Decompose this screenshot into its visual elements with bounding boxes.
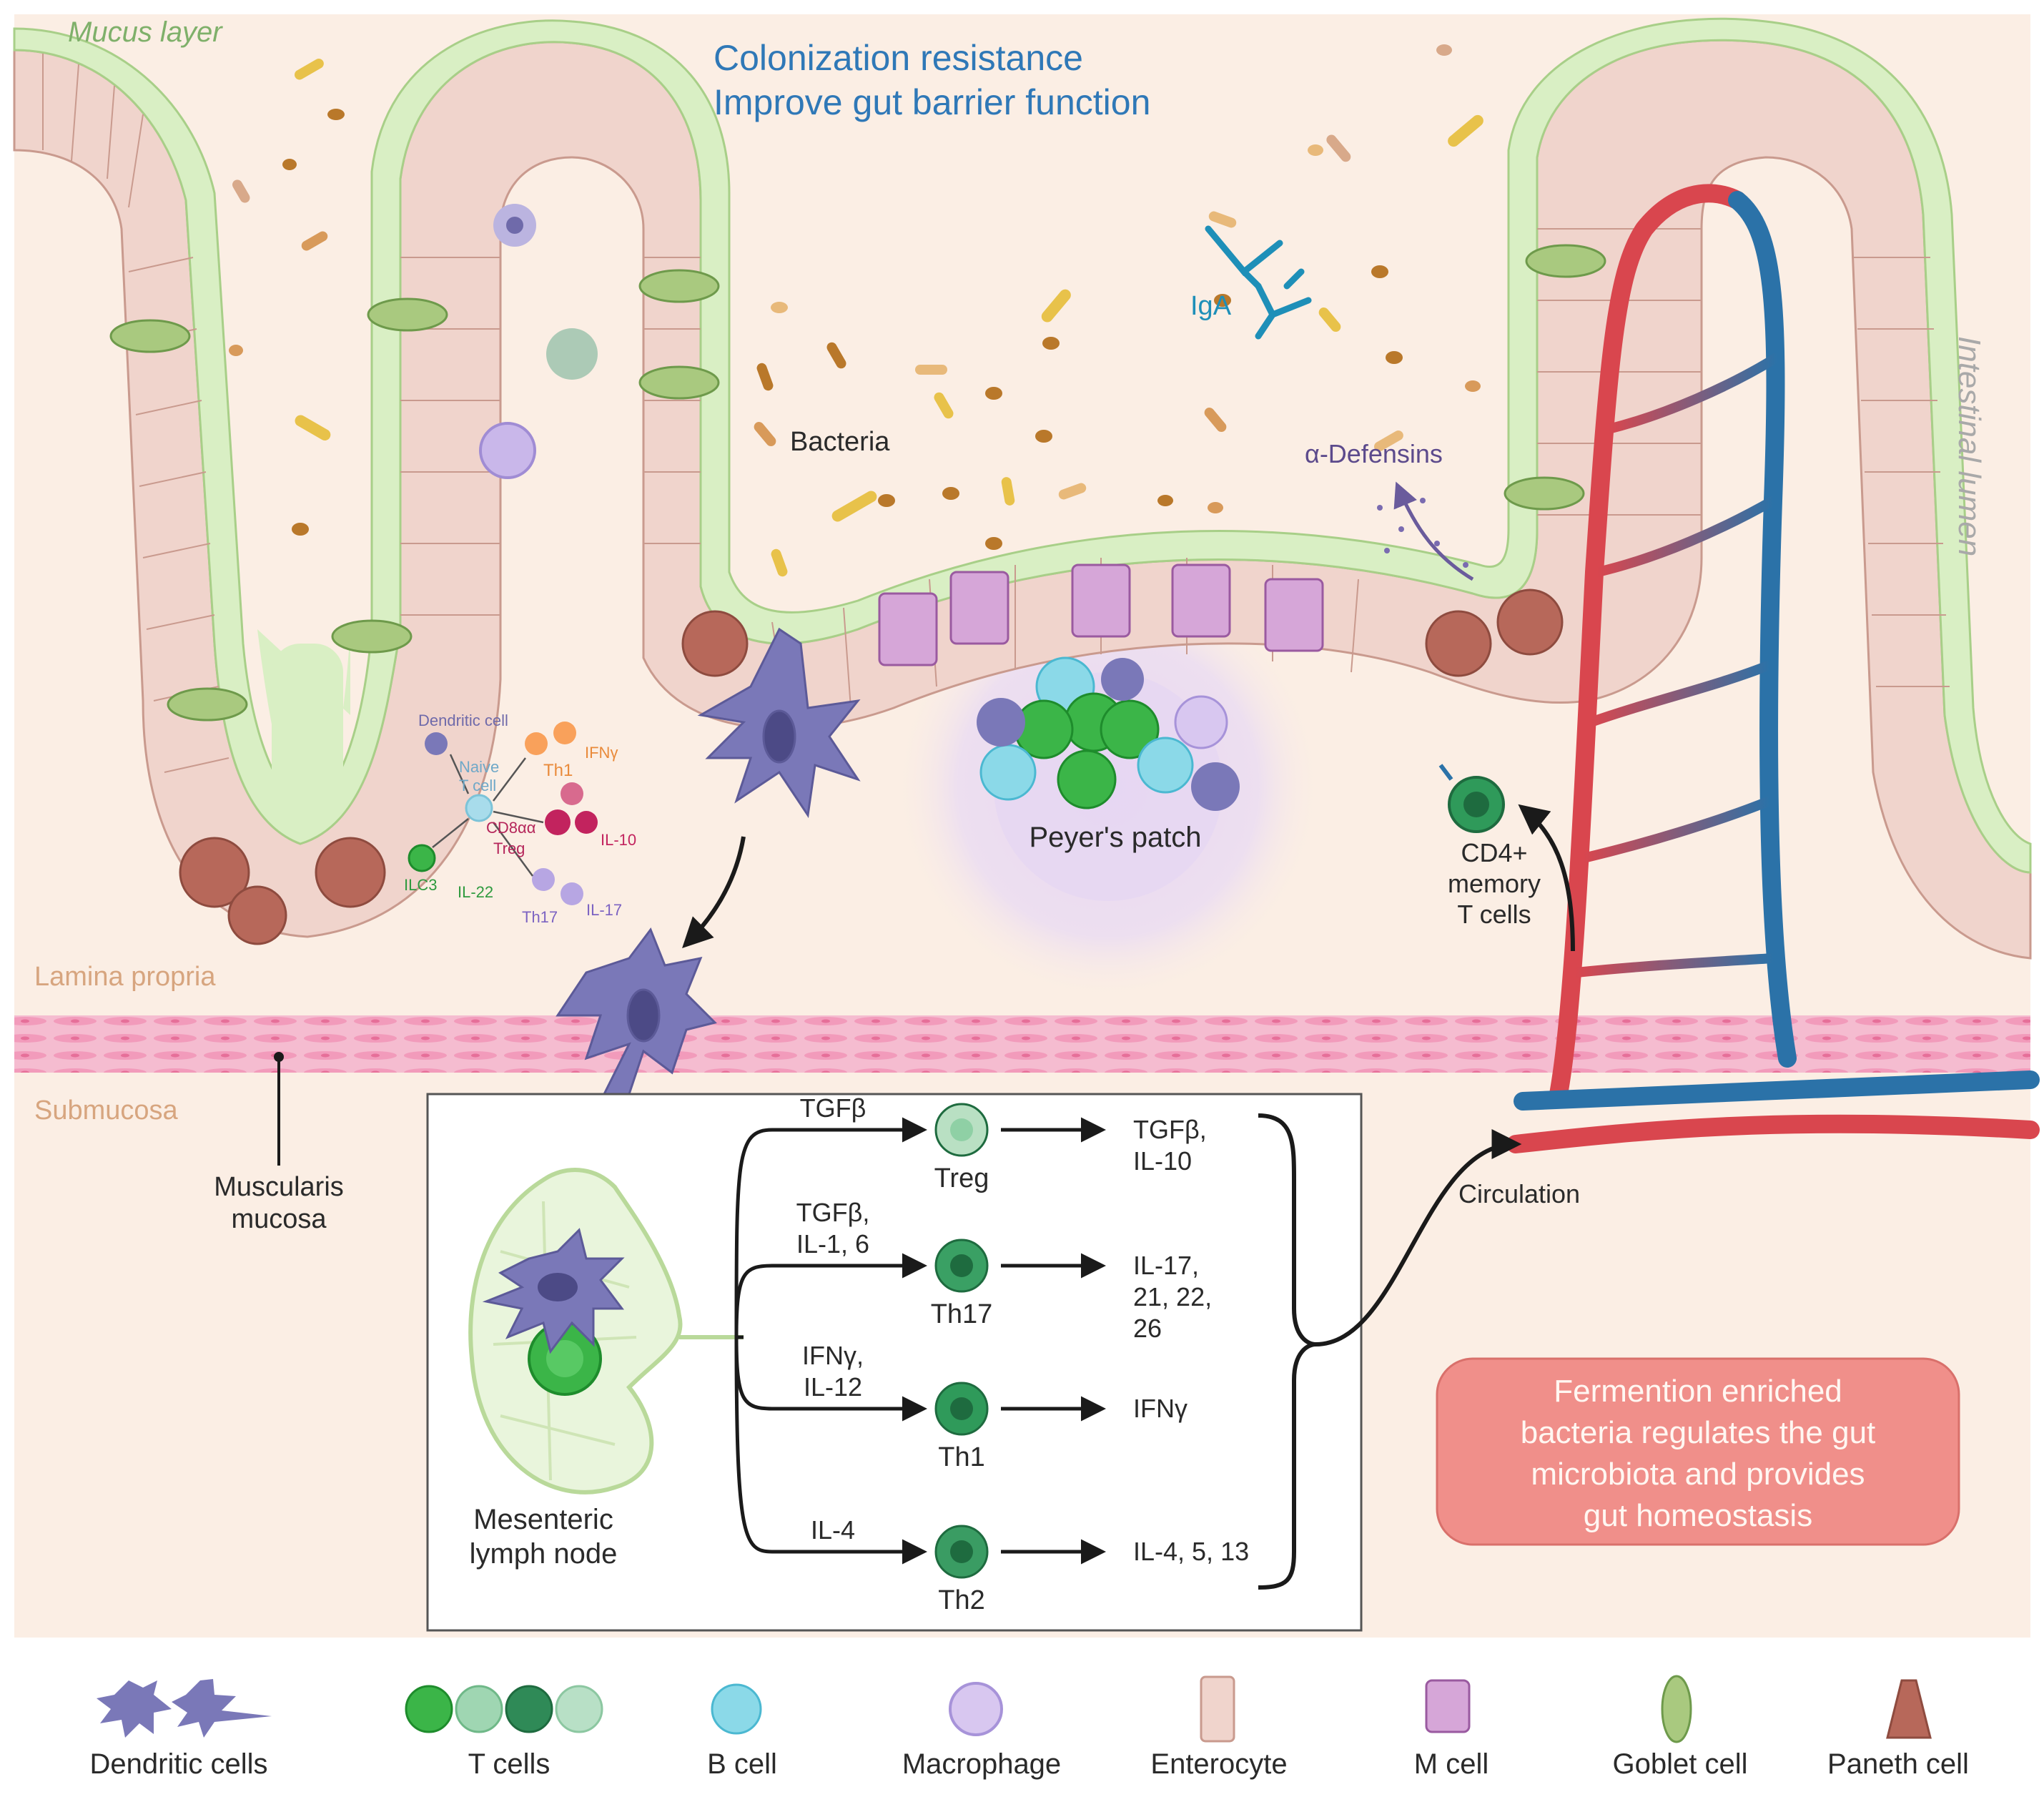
product-treg-1: IL-10 — [1133, 1146, 1192, 1176]
signal-treg-0: TGFβ — [800, 1093, 867, 1123]
legend-label-m-cell: M cell — [1414, 1748, 1488, 1780]
legend-label-dendritic: Dendritic cells — [90, 1748, 268, 1780]
lamina-propria-label: Lamina propria — [34, 962, 216, 992]
t-cells-icon — [405, 1685, 603, 1733]
inset-il17: IL-17 — [586, 901, 622, 919]
inset-ilc3: ILC3 — [404, 876, 437, 894]
product-th1-0: IFNγ — [1133, 1394, 1188, 1423]
differentiation-arrows — [734, 1117, 1106, 1565]
homeostasis-callout — [1436, 1357, 1960, 1546]
memory-return-arrow — [1518, 804, 1575, 952]
cell-label-treg: Treg — [934, 1163, 989, 1193]
bacteria-cluster — [229, 44, 1483, 577]
cell-th2-nucleus — [950, 1540, 973, 1563]
macrophage-icon — [949, 1682, 1003, 1736]
iga-label: IgA — [1190, 291, 1232, 321]
peyers-patch-label: Peyer's patch — [1029, 822, 1201, 853]
lamina-propria-cells — [479, 204, 598, 479]
inset-cd8-2: Treg — [493, 840, 525, 857]
headline-line-2: Improve gut barrier function — [714, 82, 1150, 122]
muscularis-label-2: mucosa — [231, 1204, 327, 1234]
cytokine-brace — [1258, 1113, 1316, 1590]
dendritic-cell-icon — [97, 1679, 272, 1738]
product-th17-1: 21, 22, — [1133, 1282, 1212, 1311]
legend-label-paneth: Paneth cell — [1827, 1748, 1969, 1780]
legend-label-enterocyte: Enterocyte — [1150, 1748, 1287, 1780]
iga-antibody-icon — [1205, 225, 1312, 340]
signal-th2-0: IL-4 — [811, 1515, 855, 1545]
legend-label-b-cell: B cell — [707, 1748, 777, 1780]
cell-label-th2: Th2 — [938, 1585, 984, 1615]
signal-th1-0: IFNγ, — [802, 1341, 864, 1370]
submucosa-label: Submucosa — [34, 1096, 179, 1126]
b-cell-icon — [711, 1683, 762, 1735]
inset-il10: IL-10 — [601, 831, 636, 849]
m-cells — [878, 563, 1324, 666]
product-th17-2: 26 — [1133, 1314, 1162, 1343]
differentiated-t-cells — [934, 1103, 989, 1579]
product-treg-0: TGFβ, — [1133, 1115, 1207, 1144]
inset-th17: Th17 — [522, 908, 558, 926]
cd4-label-1: CD4+ — [1461, 838, 1527, 867]
mucus-layer — [13, 17, 2032, 874]
product-th17-0: IL-17, — [1133, 1251, 1199, 1280]
circulation-label: Circulation — [1458, 1179, 1580, 1208]
legend-label-goblet: Goblet cell — [1613, 1748, 1748, 1780]
defensins-label: α-Defensins — [1305, 439, 1443, 468]
callout-line-1: Fermention enriched — [1554, 1374, 1842, 1409]
paneth-cell-icon — [1886, 1679, 1932, 1739]
enterocyte-icon — [1200, 1675, 1235, 1743]
cell-th17-nucleus — [950, 1254, 973, 1277]
signal-th17-1: IL-1, 6 — [796, 1229, 869, 1259]
headline-line-1: Colonization resistance — [714, 38, 1083, 78]
blood-vessel — [1506, 184, 2040, 1153]
mucus-layer-label: Mucus layer — [68, 16, 223, 48]
inset-th1: Th1 — [543, 761, 573, 780]
intestinal-lumen-label: Intestinal lumen — [1952, 336, 1987, 556]
cell-th1-nucleus — [950, 1397, 973, 1420]
legend-label-macrophage: Macrophage — [902, 1748, 1061, 1780]
cell-treg-nucleus — [950, 1118, 973, 1141]
inset-naive-2: T cell — [459, 777, 496, 794]
inset-naive-1: Naive — [459, 758, 499, 776]
goblet-cells — [109, 244, 1606, 722]
lymph-node-label-2: lymph node — [470, 1538, 618, 1570]
lymph-node-label-1: Mesenteric — [473, 1504, 613, 1535]
cell-label-th17: Th17 — [931, 1299, 993, 1329]
callout-line-2: bacteria regulates the gut — [1521, 1415, 1876, 1450]
signal-th1-1: IL-12 — [804, 1372, 862, 1402]
cd4-label-2: memory — [1448, 869, 1541, 898]
goblet-cell-icon — [1661, 1675, 1692, 1743]
signal-th17-0: TGFβ, — [796, 1198, 870, 1227]
defensins-arrow — [1393, 481, 1474, 581]
dendritic-cells — [541, 627, 861, 1146]
product-th2-0: IL-4, 5, 13 — [1133, 1537, 1249, 1566]
cd4-memory-t-cell — [1438, 764, 1505, 833]
inset-cd8-1: CD8αα — [486, 819, 536, 837]
muscularis-mucosa-band — [14, 1015, 2030, 1073]
m-cell-icon — [1425, 1679, 1471, 1733]
mesenteric-lymph-node-icon — [468, 1168, 744, 1495]
dendritic-migration-arrow — [682, 836, 746, 948]
inset-ifng: IFNγ — [585, 744, 618, 762]
legend-icons — [97, 1675, 1932, 1743]
peyers-patch-cells — [977, 656, 1240, 811]
cd4-label-3: T cells — [1457, 900, 1531, 929]
legend-label-t-cells: T cells — [468, 1748, 551, 1780]
to-circulation-arrow — [1315, 1129, 1522, 1346]
inset-dendritic-label: Dendritic cell — [418, 712, 508, 729]
bacteria-label: Bacteria — [790, 427, 890, 457]
paneth-cells — [179, 589, 1564, 945]
inset-il22: IL-22 — [458, 883, 493, 901]
muscularis-label-1: Muscularis — [214, 1172, 344, 1202]
callout-line-3: microbiota and provides — [1531, 1457, 1865, 1492]
callout-line-4: gut homeostasis — [1584, 1498, 1812, 1533]
cell-label-th1: Th1 — [938, 1442, 984, 1472]
crypt-inset-cells — [408, 722, 598, 905]
defensin-dots — [1377, 498, 1468, 568]
